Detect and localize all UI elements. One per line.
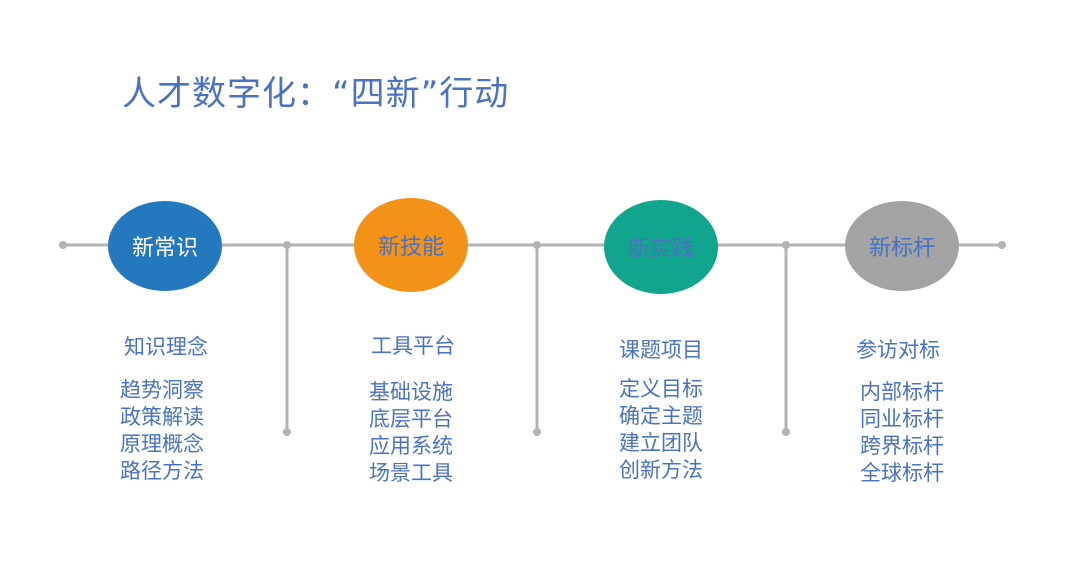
- item-list: 定义目标 确定主题 建立团队 创新方法: [619, 376, 703, 484]
- list-item: 定义目标: [619, 377, 703, 401]
- category-label: 参访对标: [856, 338, 940, 362]
- node-new-practice: 新实践: [604, 200, 718, 294]
- node-new-common-sense: 新常识: [108, 201, 222, 291]
- item-list: 内部标杆 同业标杆 跨界标杆 全球标杆: [860, 379, 944, 487]
- category-label: 课题项目: [619, 338, 703, 362]
- divider-bottom-dot-2: [533, 428, 541, 436]
- list-item: 建立团队: [619, 431, 703, 455]
- divider-bottom-dot-1: [283, 428, 291, 436]
- category-label: 工具平台: [371, 334, 455, 358]
- node-new-skills: 新技能: [354, 198, 468, 292]
- list-item: 底层平台: [369, 407, 453, 431]
- list-item: 应用系统: [369, 434, 453, 458]
- list-item: 原理概念: [120, 432, 204, 456]
- page-title: 人才数字化：“四新”行动: [122, 74, 510, 114]
- list-item: 跨界标杆: [860, 434, 944, 458]
- node-new-benchmark: 新标杆: [845, 201, 959, 291]
- category-label: 知识理念: [124, 335, 208, 359]
- list-item: 基础设施: [369, 380, 453, 404]
- timeline-start-dot: [59, 241, 67, 249]
- node-label: 新常识: [131, 236, 198, 261]
- divider-top-dot-2: [533, 241, 541, 249]
- list-item: 场景工具: [369, 461, 453, 485]
- list-item: 内部标杆: [860, 380, 944, 404]
- list-item: 政策解读: [120, 405, 204, 429]
- node-label: 新实践: [627, 237, 694, 262]
- node-label: 新技能: [377, 235, 444, 260]
- item-list: 基础设施 底层平台 应用系统 场景工具: [369, 379, 453, 487]
- divider-top-dot-3: [782, 241, 790, 249]
- divider-top-dot-1: [283, 241, 291, 249]
- node-label: 新标杆: [868, 236, 935, 261]
- item-list: 趋势洞察 政策解读 原理概念 路径方法: [120, 377, 204, 485]
- divider-bottom-dot-3: [782, 428, 790, 436]
- list-item: 创新方法: [619, 458, 703, 482]
- timeline-end-dot: [998, 241, 1006, 249]
- list-item: 全球标杆: [860, 461, 944, 485]
- list-item: 同业标杆: [860, 407, 944, 431]
- list-item: 确定主题: [619, 404, 703, 428]
- list-item: 路径方法: [120, 459, 204, 483]
- list-item: 趋势洞察: [120, 378, 204, 402]
